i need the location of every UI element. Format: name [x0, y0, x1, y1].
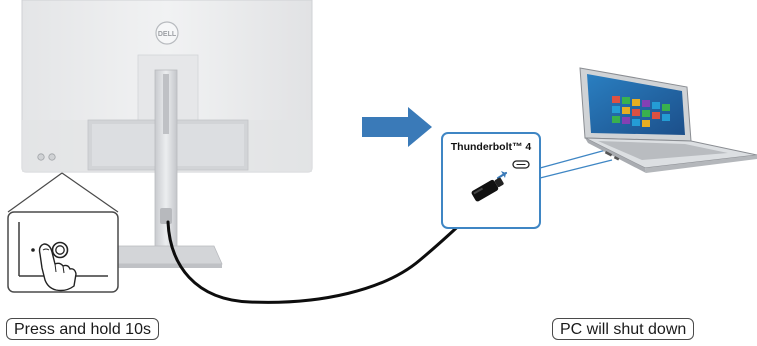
- indicator-dot: [31, 248, 35, 252]
- monitor-button: [37, 153, 45, 161]
- port-label: Thunderbolt™ 4: [451, 141, 532, 153]
- monitor-stand: [109, 69, 223, 268]
- press-hold-caption: Press and hold 10s: [6, 318, 159, 340]
- usb-c-plug: [471, 177, 504, 202]
- callout-leader-bottom: [539, 159, 613, 179]
- usb-c-port-icon: [512, 160, 530, 169]
- button-press-inset: [7, 172, 119, 293]
- thunderbolt-cable: [166, 198, 488, 304]
- laptop-port: [604, 151, 613, 157]
- callout-leader-top: [539, 149, 607, 169]
- power-button-icon: [51, 241, 69, 259]
- dell-logo: DELL: [155, 21, 179, 45]
- monitor-power-button: [48, 153, 56, 161]
- thunderbolt-port-callout: Thunderbolt™ 4: [441, 132, 541, 229]
- finger-press-icon: [38, 243, 77, 292]
- pc-shutdown-caption: PC will shut down: [552, 318, 695, 340]
- right-arrow-icon: [362, 107, 432, 147]
- laptop: [579, 67, 757, 173]
- svg-text:DELL: DELL: [158, 31, 177, 38]
